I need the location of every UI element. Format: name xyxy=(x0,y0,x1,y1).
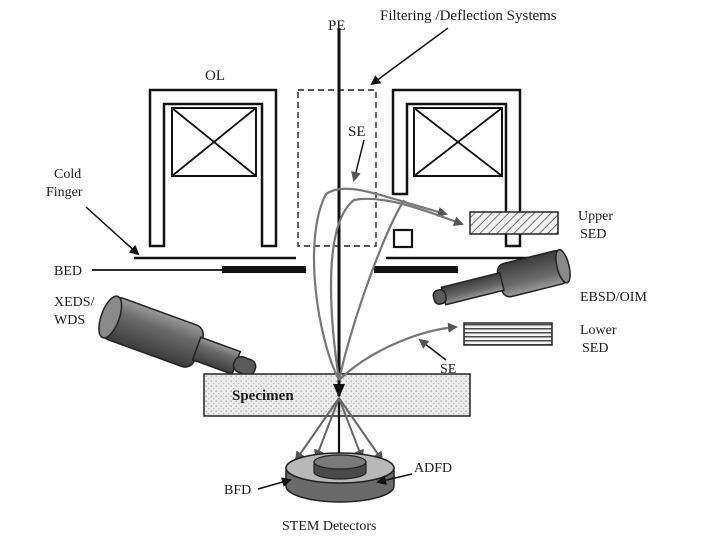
lower-sed-label-2: SED xyxy=(582,341,608,356)
filtering-deflection-box xyxy=(297,89,377,247)
ebsd-oim-detector xyxy=(432,248,571,306)
upper-sed-detector xyxy=(469,211,559,235)
specimen-label: Specimen xyxy=(232,388,294,404)
cold-finger-label-2: Finger xyxy=(46,185,83,200)
se-trajectories xyxy=(312,187,464,381)
pe-label: PE xyxy=(328,18,346,34)
objective-lens-left xyxy=(148,88,278,248)
upper-sed-label-1: Upper xyxy=(578,209,613,224)
xeds-wds-detector xyxy=(98,295,257,377)
bed-detector-right xyxy=(374,266,458,273)
xeds-label-2: WDS xyxy=(54,313,85,328)
stem-detectors-label: STEM Detectors xyxy=(282,519,376,534)
adfd-label: ADFD xyxy=(414,461,452,476)
xeds-label-1: XEDS/ xyxy=(54,295,95,310)
stem-scattering xyxy=(294,397,384,462)
bed-detector xyxy=(222,266,306,273)
filtering-label: Filtering /Deflection Systems xyxy=(380,8,557,24)
objective-lens-right xyxy=(391,88,522,249)
bed-label: BED xyxy=(54,264,82,279)
lower-sed-detector xyxy=(463,322,553,346)
stem-detectors xyxy=(285,452,395,503)
lower-sed-label-1: Lower xyxy=(580,323,617,338)
ol-label: OL xyxy=(205,68,225,84)
se-bottom-label: SE xyxy=(440,362,456,377)
se-top-label: SE xyxy=(348,124,366,140)
ebsd-label: EBSD/OIM xyxy=(580,290,647,305)
pointer-arrows xyxy=(85,27,449,490)
bfd-label: BFD xyxy=(224,483,251,498)
upper-sed-label-2: SED xyxy=(580,227,606,242)
cold-finger-label-1: Cold xyxy=(54,167,81,182)
